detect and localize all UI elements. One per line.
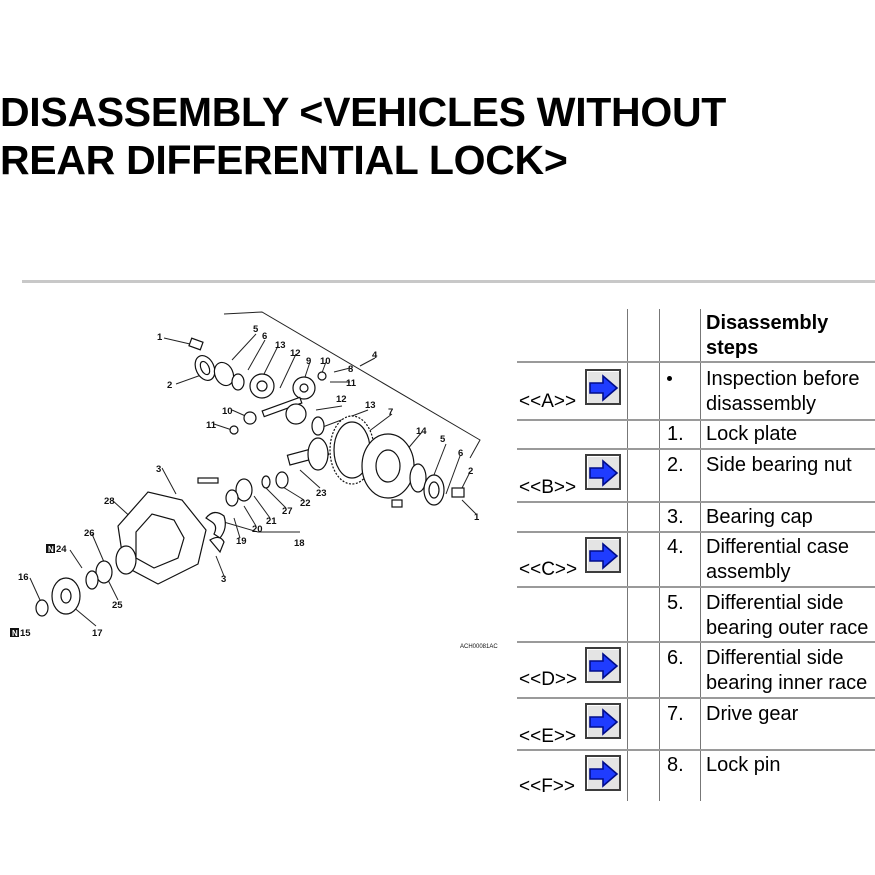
step-link-button[interactable] — [585, 647, 621, 683]
step-text: Lock plate — [706, 423, 798, 445]
svg-text:11: 11 — [206, 420, 217, 431]
svg-text:9: 9 — [306, 356, 311, 367]
svg-text:14: 14 — [416, 426, 427, 437]
svg-text:3: 3 — [221, 574, 226, 585]
svg-text:12: 12 — [290, 348, 301, 359]
row-divider — [517, 531, 875, 533]
svg-text:10: 10 — [222, 406, 233, 417]
section-divider — [22, 280, 875, 283]
step-number: 7. — [667, 703, 684, 725]
right-arrow-icon — [589, 708, 619, 736]
step-link-button[interactable] — [585, 703, 621, 739]
svg-text:28: 28 — [104, 496, 115, 507]
step-bullet — [667, 376, 672, 381]
step-ref-label: <<E>> — [519, 726, 577, 747]
step-number: 8. — [667, 754, 684, 776]
step-link-button[interactable] — [585, 454, 621, 490]
svg-text:ACH00081AC: ACH00081AC — [460, 644, 498, 650]
svg-text:4: 4 — [372, 350, 378, 361]
step-number: 3. — [667, 506, 684, 528]
step-number: 1. — [667, 423, 684, 445]
step-ref-label: <<C>> — [519, 559, 578, 580]
svg-text:1: 1 — [474, 512, 480, 523]
step-text: Drive gear — [706, 703, 799, 725]
svg-text:5: 5 — [440, 434, 446, 445]
row-divider — [517, 448, 875, 450]
row-divider — [517, 641, 875, 643]
step-ref-label: <<D>> — [519, 669, 578, 690]
svg-text:N: N — [48, 545, 54, 554]
svg-text:8: 8 — [348, 364, 353, 375]
svg-text:10: 10 — [320, 356, 331, 367]
svg-text:6: 6 — [262, 331, 267, 342]
svg-text:17: 17 — [92, 628, 103, 639]
step-link-button[interactable] — [585, 369, 621, 405]
step-text: Side bearing nut — [706, 454, 852, 476]
row-divider — [517, 697, 875, 699]
title-line-2: REAR DIFFERENTIAL LOCK> — [0, 137, 568, 183]
step-ref-label: <<B>> — [519, 477, 577, 498]
row-divider — [517, 749, 875, 751]
page-title: DISASSEMBLY <VEHICLES WITHOUT REAR DIFFE… — [0, 88, 875, 184]
svg-text:2: 2 — [468, 466, 473, 477]
right-arrow-icon — [589, 652, 619, 680]
svg-text:11: 11 — [346, 378, 357, 389]
row-divider — [517, 586, 875, 588]
svg-text:22: 22 — [300, 498, 311, 509]
step-ref-label: <<F>> — [519, 776, 575, 797]
row-divider — [517, 419, 875, 421]
step-link-button[interactable] — [585, 537, 621, 573]
right-arrow-icon — [589, 459, 619, 487]
svg-text:2: 2 — [167, 380, 172, 391]
svg-text:20: 20 — [252, 524, 263, 535]
svg-text:12: 12 — [336, 394, 347, 405]
exploded-view-diagram: 1 2 3 3 4 5 5 6 6 13 13 12 12 9 10 10 11… — [10, 311, 498, 650]
svg-text:23: 23 — [316, 488, 327, 499]
column-divider — [627, 309, 628, 801]
right-arrow-icon — [589, 374, 619, 402]
svg-text:18: 18 — [294, 538, 305, 549]
svg-text:26: 26 — [84, 528, 95, 539]
step-link-button[interactable] — [585, 755, 621, 791]
title-line-1: DISASSEMBLY <VEHICLES WITHOUT — [0, 89, 726, 135]
row-divider — [517, 361, 875, 363]
svg-text:21: 21 — [266, 516, 277, 527]
right-arrow-icon — [589, 542, 619, 570]
svg-text:13: 13 — [365, 400, 376, 411]
svg-text:25: 25 — [112, 600, 123, 611]
svg-text:5: 5 — [253, 324, 259, 335]
step-number: 2. — [667, 454, 684, 476]
step-number: 4. — [667, 536, 684, 558]
column-divider — [659, 309, 660, 801]
svg-text:19: 19 — [236, 536, 247, 547]
row-divider — [517, 501, 875, 503]
svg-text:N: N — [12, 629, 18, 638]
step-text: Bearing cap — [706, 506, 813, 528]
svg-text:27: 27 — [282, 506, 293, 517]
svg-text:6: 6 — [458, 448, 463, 459]
svg-text:16: 16 — [18, 572, 29, 583]
svg-text:3: 3 — [156, 464, 161, 475]
step-number: 5. — [667, 592, 684, 614]
svg-text:7: 7 — [388, 407, 393, 418]
svg-text:15: 15 — [20, 628, 31, 639]
column-divider — [700, 309, 701, 801]
right-arrow-icon — [589, 760, 619, 788]
svg-text:13: 13 — [275, 340, 286, 351]
step-number: 6. — [667, 647, 684, 669]
step-text: Lock pin — [706, 754, 781, 776]
step-ref-label: <<A>> — [519, 391, 577, 412]
svg-text:24: 24 — [56, 544, 67, 555]
svg-text:1: 1 — [157, 332, 163, 343]
